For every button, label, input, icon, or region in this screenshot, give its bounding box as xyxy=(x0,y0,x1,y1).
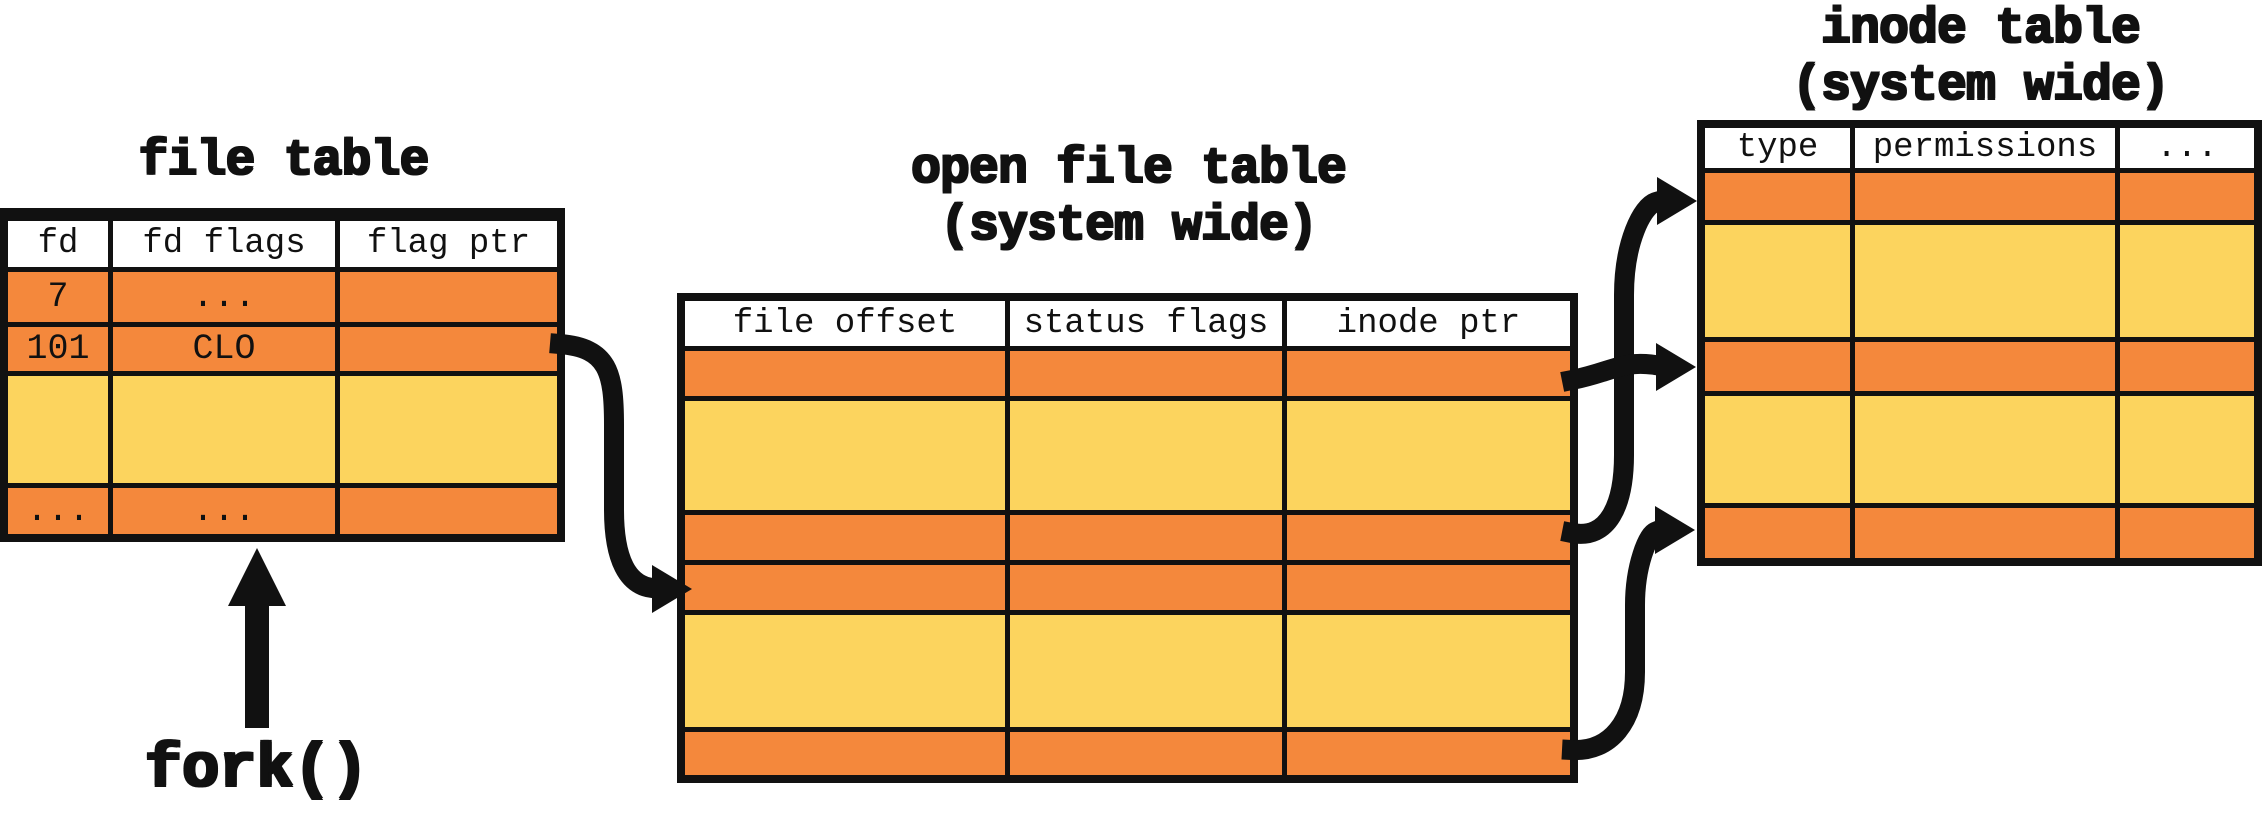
table-cell xyxy=(2120,342,2254,391)
open-file-table-title-line1: open file table xyxy=(909,140,1346,197)
table-cell xyxy=(1010,615,1282,727)
table-cell xyxy=(1010,351,1282,396)
open-file-table-title: open file table (system wide) xyxy=(677,140,1578,254)
open-file-table-header-inode-ptr: inode ptr xyxy=(1287,301,1570,346)
open-file-table-header-file-offset: file offset xyxy=(685,301,1005,346)
arrow-open-row6-head-icon xyxy=(1655,506,1695,554)
table-cell xyxy=(2120,173,2254,220)
table-cell xyxy=(1705,225,1850,337)
table-cell: CLO xyxy=(113,327,335,371)
table-cell xyxy=(1287,732,1570,775)
inode-table-title-line2: (system wide) xyxy=(1790,57,2169,114)
table-cell xyxy=(340,272,557,322)
table-cell xyxy=(2120,508,2254,558)
table-cell xyxy=(340,327,557,371)
table-cell xyxy=(2120,225,2254,337)
table-cell xyxy=(2120,396,2254,503)
table-cell xyxy=(685,515,1005,560)
arrow-fd101-to-open-file-table xyxy=(549,333,664,600)
table-cell: ... xyxy=(113,272,335,322)
table-cell xyxy=(1855,508,2115,558)
table-cell xyxy=(1010,515,1282,560)
fd-table: fd fd flags flag ptr 7 ... 101 CLO ... .… xyxy=(0,208,565,542)
table-cell xyxy=(1287,515,1570,560)
table-cell xyxy=(113,376,335,483)
inode-table-header-type: type xyxy=(1705,128,1850,168)
table-cell: 7 xyxy=(8,272,108,322)
table-cell xyxy=(1010,401,1282,510)
inode-table-header-permissions: permissions xyxy=(1855,128,2115,168)
table-cell xyxy=(685,732,1005,775)
table-cell xyxy=(1855,342,2115,391)
arrow-open-row6-to-inode-row5 xyxy=(1561,518,1669,761)
table-cell xyxy=(1855,173,2115,220)
open-file-table-title-line2: (system wide) xyxy=(938,197,1317,254)
arrow-open-row1-to-inode-row3 xyxy=(1560,353,1667,392)
table-cell xyxy=(1287,351,1570,396)
table-cell xyxy=(1010,565,1282,610)
table-cell: ... xyxy=(8,488,108,534)
table-cell xyxy=(340,488,557,534)
table-cell xyxy=(1855,225,2115,337)
table-cell xyxy=(1855,396,2115,503)
table-cell xyxy=(1010,732,1282,775)
fd-table-title: file table xyxy=(137,132,428,189)
table-cell xyxy=(8,376,108,483)
table-cell: 101 xyxy=(8,327,108,371)
fork-label: fork() xyxy=(143,733,367,804)
open-file-table: file offset status flags inode ptr xyxy=(677,293,1578,783)
table-cell xyxy=(1287,401,1570,510)
inode-table-title: inode table (system wide) xyxy=(1697,0,2262,114)
table-cell xyxy=(685,351,1005,396)
inode-table: type permissions ... xyxy=(1697,120,2262,566)
arrow-fork-head-icon xyxy=(228,548,286,606)
arrow-open-row1-head-icon xyxy=(1656,343,1696,391)
table-cell xyxy=(1705,173,1850,220)
table-cell xyxy=(1705,396,1850,503)
fd-table-header-flag-ptr: flag ptr xyxy=(340,221,557,267)
table-cell xyxy=(685,401,1005,510)
fd-table-header-fd-flags: fd flags xyxy=(113,221,335,267)
arrow-open-row3-head-icon xyxy=(1657,177,1697,225)
table-cell xyxy=(1287,565,1570,610)
table-cell xyxy=(1287,615,1570,727)
arrow-open-row3-to-inode-row1 xyxy=(1560,189,1669,544)
fd-table-header-fd: fd xyxy=(8,221,108,267)
table-cell: ... xyxy=(113,488,335,534)
open-file-table-header-status-flags: status flags xyxy=(1010,301,1282,346)
table-cell xyxy=(685,615,1005,727)
table-cell xyxy=(685,565,1005,610)
table-cell xyxy=(340,376,557,483)
inode-table-title-line1: inode table xyxy=(1819,0,2140,57)
inode-table-header-ellipsis: ... xyxy=(2120,128,2254,168)
table-cell xyxy=(1705,508,1850,558)
table-cell xyxy=(1705,342,1850,391)
